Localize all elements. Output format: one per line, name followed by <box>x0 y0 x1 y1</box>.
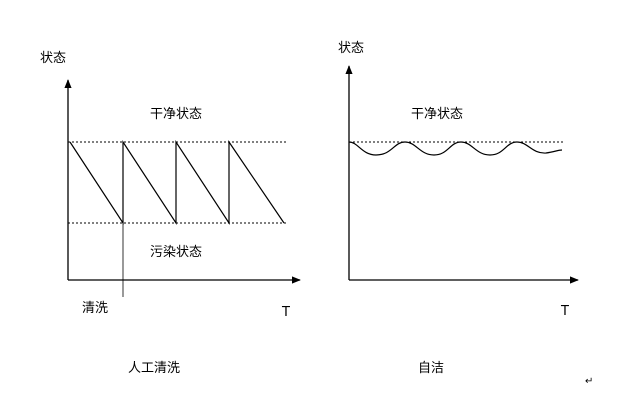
right-clean-region-label: 干净状态 <box>411 107 463 122</box>
left-clean-region-label: 干净状态 <box>150 107 202 122</box>
left-x-axis-label: T <box>281 305 290 320</box>
right-caption: 自洁 <box>418 361 444 376</box>
right-wave-curve <box>348 141 563 156</box>
left-y-axis-label: 状态 <box>40 51 66 66</box>
left-cleaning-event-label: 清洗 <box>82 301 108 316</box>
return-mark: ↵ <box>585 376 593 387</box>
left-dirty-region-label: 污染状态 <box>150 245 202 260</box>
left-sawtooth-curve <box>69 139 285 226</box>
right-panel: 状态 T 干净状态 自洁 <box>338 41 579 376</box>
left-caption: 人工清洗 <box>128 361 180 376</box>
left-panel: 状态 T 干净状态 污染状态 清洗 人工清洗 <box>40 51 301 376</box>
right-x-axis-label: T <box>560 304 569 319</box>
right-y-axis-label: 状态 <box>338 41 364 56</box>
